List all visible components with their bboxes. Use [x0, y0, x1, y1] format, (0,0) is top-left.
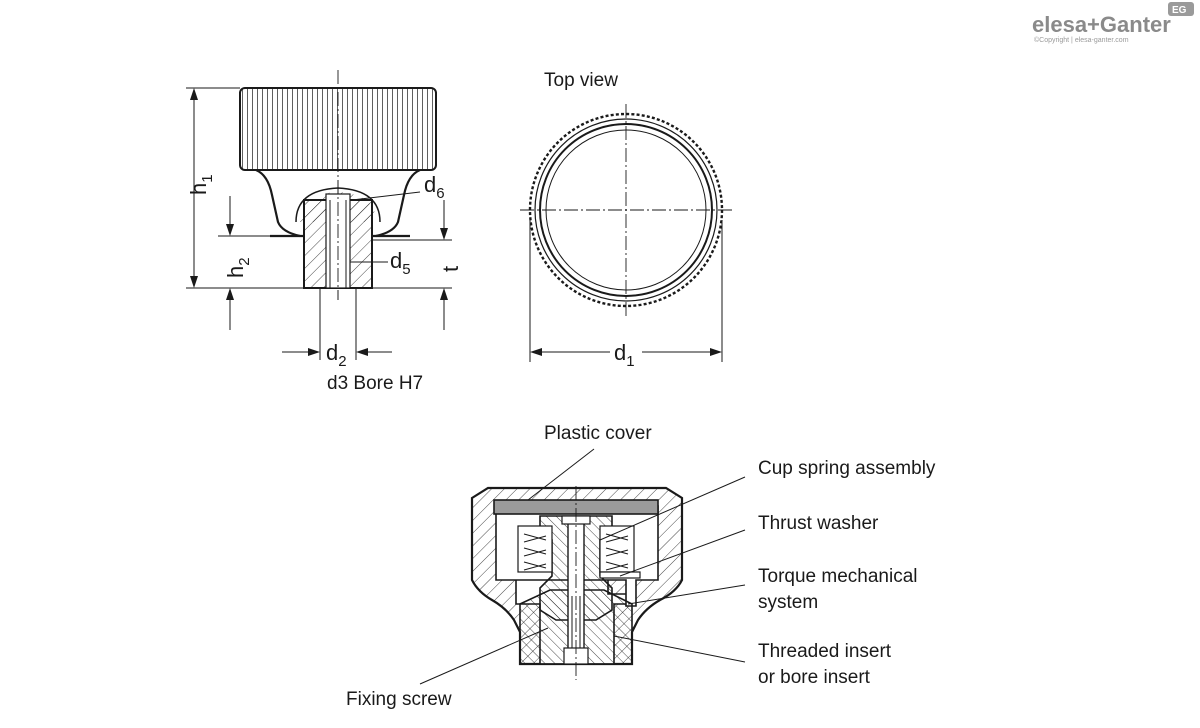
- brand-logo: elesa+Ganter ©Copyright | elesa-ganter.c…: [1032, 2, 1194, 44]
- bore-note: d3 Bore H7: [327, 373, 423, 394]
- section-view: Plastic cover Cup spring assembly Thrust…: [346, 423, 936, 710]
- label-cup-spring: Cup spring assembly: [758, 458, 936, 479]
- svg-text:d6: d6: [424, 172, 445, 202]
- top-view: Top view d1: [520, 70, 734, 370]
- label-threaded-line2: or bore insert: [758, 667, 871, 688]
- logo-badge: EG: [1172, 5, 1187, 16]
- logo-badge-box: [1168, 2, 1194, 16]
- svg-text:h1: h1: [186, 174, 216, 195]
- label-torque-line1: Torque mechanical: [758, 566, 917, 587]
- label-fixing-screw: Fixing screw: [346, 689, 452, 710]
- svg-text:d5: d5: [390, 248, 411, 278]
- side-view: h1 h2 d6 d5 t: [186, 70, 463, 394]
- label-torque-line2: system: [758, 592, 818, 613]
- svg-text:d1: d1: [614, 340, 635, 370]
- label-plastic-cover: Plastic cover: [544, 423, 652, 444]
- top-view-title: Top view: [544, 70, 618, 91]
- label-thrust-washer: Thrust washer: [758, 513, 879, 534]
- dim-t-label: t: [438, 266, 463, 272]
- logo-text: elesa+Ganter: [1032, 12, 1171, 37]
- svg-text:h2: h2: [223, 257, 253, 278]
- svg-text:d2: d2: [326, 340, 347, 370]
- label-threaded-line1: Threaded insert: [758, 641, 892, 662]
- thrust-washer: [599, 571, 641, 579]
- logo-copyright: ©Copyright | elesa-ganter.com: [1034, 36, 1129, 44]
- knob-head: [239, 87, 437, 171]
